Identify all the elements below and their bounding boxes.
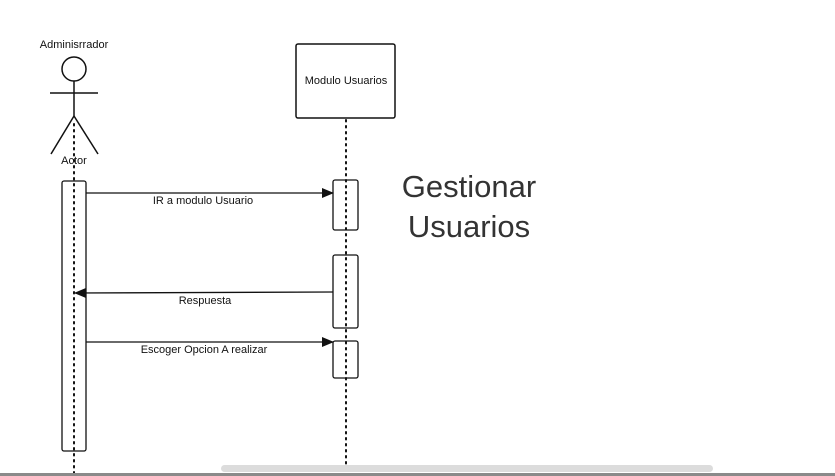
module-box[interactable]: [295, 43, 396, 119]
horizontal-scrollbar-thumb[interactable]: [221, 465, 713, 472]
message-arrow-2[interactable]: [74, 287, 334, 298]
diagram-title-line-2: Usuarios: [408, 209, 530, 244]
diagram-title-line-1: Gestionar: [402, 169, 536, 204]
actor-name: Adminisrrador: [40, 39, 109, 51]
message-label-2: Respuesta: [179, 295, 232, 307]
actor-icon[interactable]: [50, 56, 99, 155]
canvas-bottom-border: [0, 473, 835, 476]
message-label-1: IR a modulo Usuario: [153, 195, 253, 207]
message-label-3: Escoger Opcion A realizar: [141, 344, 268, 356]
module-label: Modulo Usuarios: [305, 75, 388, 87]
module-activation-bar-2[interactable]: [332, 254, 359, 329]
